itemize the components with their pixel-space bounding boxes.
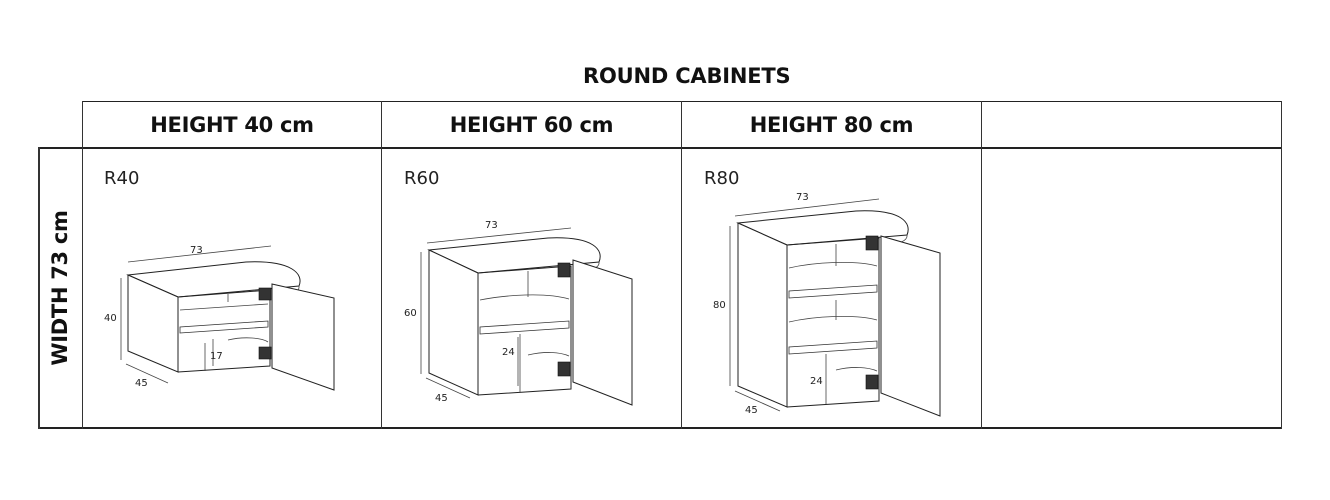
column-header-height-40: HEIGHT 40 cm: [150, 113, 314, 137]
model-label-r80: R80: [704, 168, 740, 189]
r80-inner-dim: 24: [810, 376, 823, 387]
row-label-left-border: [38, 147, 40, 429]
r60-height-dim: 60: [404, 308, 417, 319]
r40-depth-dim: 45: [135, 378, 148, 389]
model-label-r40: R40: [104, 168, 140, 189]
model-label-r60: R60: [404, 168, 440, 189]
table-top-border: [82, 101, 1282, 102]
column-header-height-80: HEIGHT 80 cm: [749, 113, 914, 137]
r80-depth-dim: 45: [745, 405, 758, 416]
cabinet-r60-drawing: 73 60 45 24: [404, 220, 633, 406]
r60-inner-dim: 24: [502, 347, 515, 358]
col-divider-1: [381, 101, 382, 429]
r60-width-dim: 73: [485, 220, 498, 231]
r40-width-dim: 73: [190, 245, 203, 256]
r80-width-dim: 73: [796, 192, 809, 203]
r80-height-dim: 80: [713, 300, 726, 311]
table-right-border: [1281, 101, 1282, 429]
cabinet-r80-drawing: 73 80 45 24: [713, 192, 941, 417]
col-divider-3: [981, 101, 982, 429]
table-bottom-border: [38, 427, 1282, 429]
cabinet-r40-drawing: 73 40 45 17: [104, 245, 335, 391]
r40-inner-dim: 17: [210, 351, 223, 362]
col-divider-0: [82, 101, 83, 429]
table-title: ROUND CABINETS: [583, 64, 791, 88]
r60-depth-dim: 45: [435, 393, 448, 404]
header-divider: [38, 147, 1282, 149]
col-divider-2: [681, 101, 682, 429]
r40-height-dim: 40: [104, 313, 117, 324]
column-header-height-60: HEIGHT 60 cm: [449, 113, 614, 137]
